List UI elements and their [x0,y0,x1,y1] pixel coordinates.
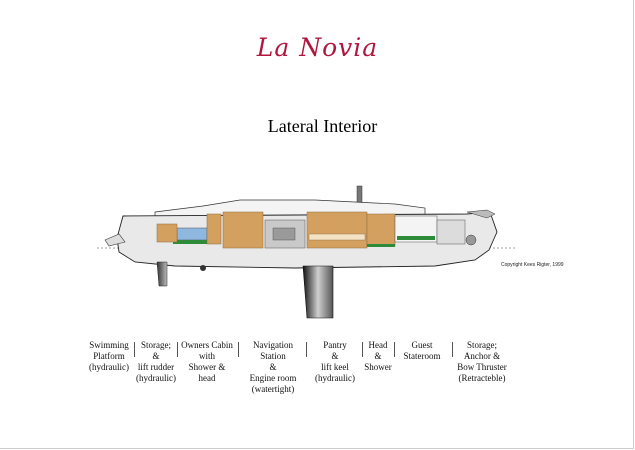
label-separator [452,342,453,357]
bow-fitting [466,209,496,219]
label-navigation-station: Navigation Station & Engine room (watert… [249,340,297,394]
label-separator [362,342,363,357]
lift-rudder [156,261,168,287]
swim-platform [104,233,126,247]
owners-cabin-wall [206,213,222,245]
head-shower-block [366,213,396,247]
head-shower-floor [367,244,395,247]
label-head-shower: Head & Shower [364,340,392,372]
brand-title: La Novia [256,33,379,62]
label-separator [394,342,395,357]
label-swimming-platform: Swimming Platform (hydraulic) [89,340,129,372]
copyright-note: Copyright Kees Rigter, 1999 [501,262,564,268]
engine-room-inner [272,227,296,241]
boat-lateral-diagram [97,185,515,319]
label-storage-anchor: Storage; Anchor & Bow Thruster (Retracte… [457,340,507,383]
section-labels: Swimming Platform (hydraulic) Storage; &… [0,340,635,420]
lift-keel [302,265,334,319]
deckhouse [154,199,426,217]
label-separator [134,342,135,357]
label-storage-rudder: Storage; & lift rudder (hydraulic) [136,340,176,383]
label-owners-cabin: Owners Cabin with Shower & head [181,340,233,383]
pantry-block [306,211,368,249]
owners-cabin-floor [173,240,219,244]
propeller [200,265,206,271]
owners-cabin-bunk [176,227,208,241]
nav-station-block [222,211,264,249]
forward-storage-block [436,219,466,245]
label-separator [177,342,178,357]
label-separator [306,342,307,357]
label-separator [238,342,239,357]
page-subtitle: Lateral Interior [267,116,378,136]
storage-aft [156,223,178,243]
label-pantry: Pantry & lift keel (hydraulic) [315,340,355,383]
guest-berth [397,236,435,240]
pantry-counter [308,233,366,241]
anchor-locker [465,234,477,246]
label-guest-stateroom: Guest Stateroom [403,340,441,361]
